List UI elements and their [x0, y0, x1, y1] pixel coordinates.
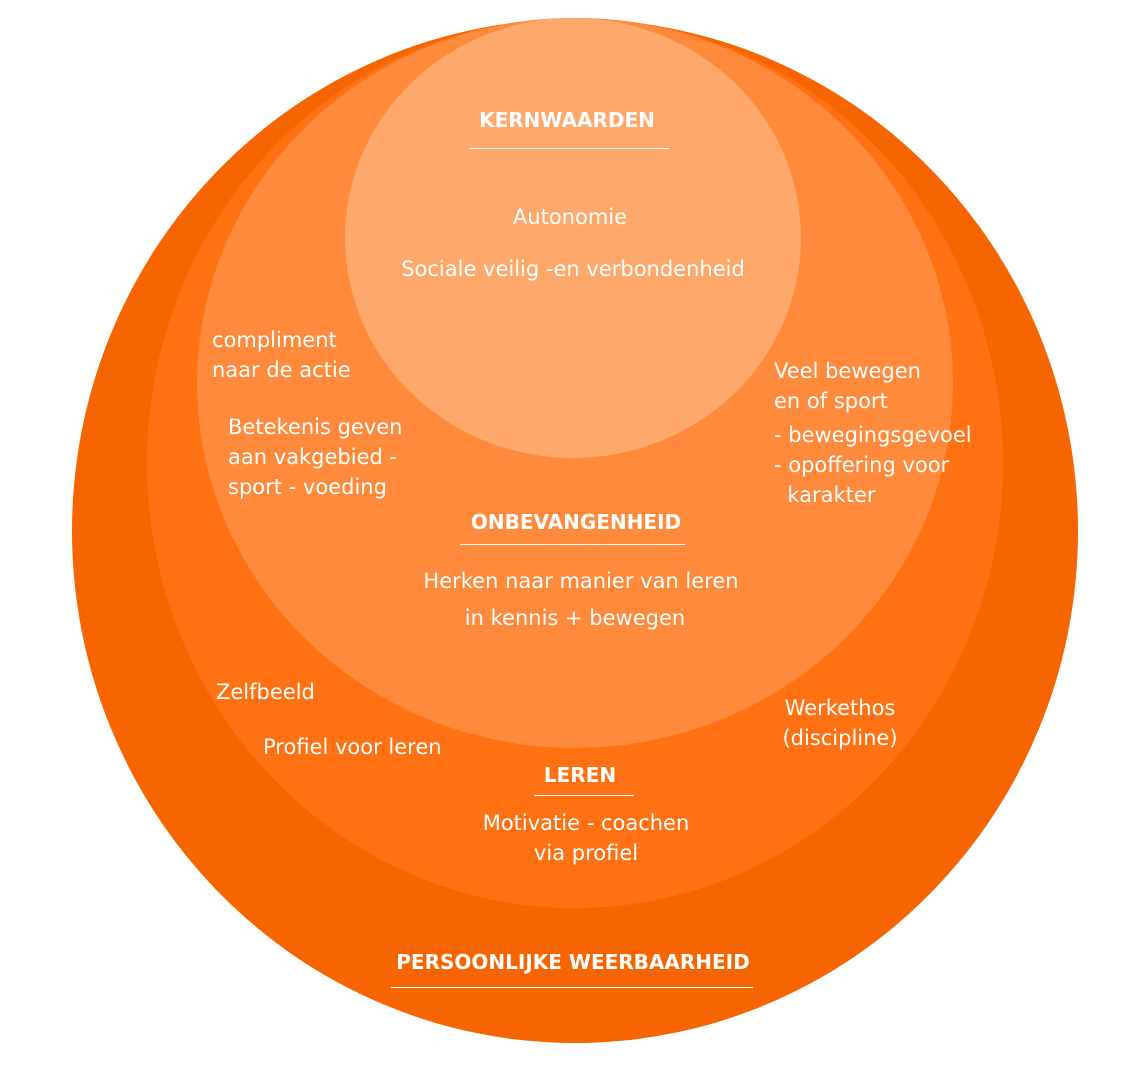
text-line: sport - voeding [228, 475, 387, 499]
leren-center: Motivatie - coachen via profiel [483, 808, 690, 868]
onbevangenheid-center-line: Herken naar manier van leren [423, 569, 739, 593]
persoonlijke-weerbaarheid-title: PERSOONLIJKE WEERBAARHEID [396, 950, 750, 974]
leren-left-top: Zelfbeeld [216, 680, 315, 704]
onbevangenheid-underline [460, 544, 685, 545]
text-line: via profiel [533, 841, 639, 865]
leren-underline [534, 795, 634, 796]
onbevangenheid-left-top: compliment naar de actie [212, 325, 351, 385]
ring-kernwaarden [345, 18, 801, 458]
kernwaarden-item: Sociale veilig -en verbondenheid [401, 257, 745, 281]
leren-left-mid: Profiel voor leren [263, 735, 442, 759]
leren-title: LEREN [543, 763, 617, 787]
text-line: en of sport [774, 389, 888, 413]
onbevangenheid-left-mid: Betekenis geven aan vakgebied - sport - … [228, 412, 402, 502]
text-line: Betekenis geven [228, 415, 403, 439]
text-line: compliment [212, 328, 337, 352]
kernwaarden-underline [470, 148, 669, 149]
text-line: aan vakgebied - [228, 445, 398, 469]
kernwaarden-item: Autonomie [512, 205, 628, 229]
text-line: - opoffering voor [774, 453, 950, 477]
text-line: - bewegingsgevoel [774, 423, 972, 447]
text-line: Veel bewegen [774, 359, 921, 383]
text-line: (discipline) [782, 726, 898, 750]
kernwaarden-title: KERNWAARDEN [479, 108, 655, 132]
text-line: karakter [774, 483, 876, 507]
text-line: Werkethos [784, 696, 896, 720]
onbevangenheid-right: Veel bewegen en of sport - bewegingsgevo… [774, 356, 972, 510]
onbevangenheid-title: ONBEVANGENHEID [470, 510, 682, 534]
text-line: Motivatie - coachen [482, 811, 690, 835]
persoonlijke-weerbaarheid-underline [391, 987, 753, 988]
leren-right: Werkethos (discipline) [782, 693, 897, 753]
text-line: naar de actie [212, 358, 351, 382]
onbevangenheid-center-line: in kennis + bewegen [464, 606, 686, 630]
